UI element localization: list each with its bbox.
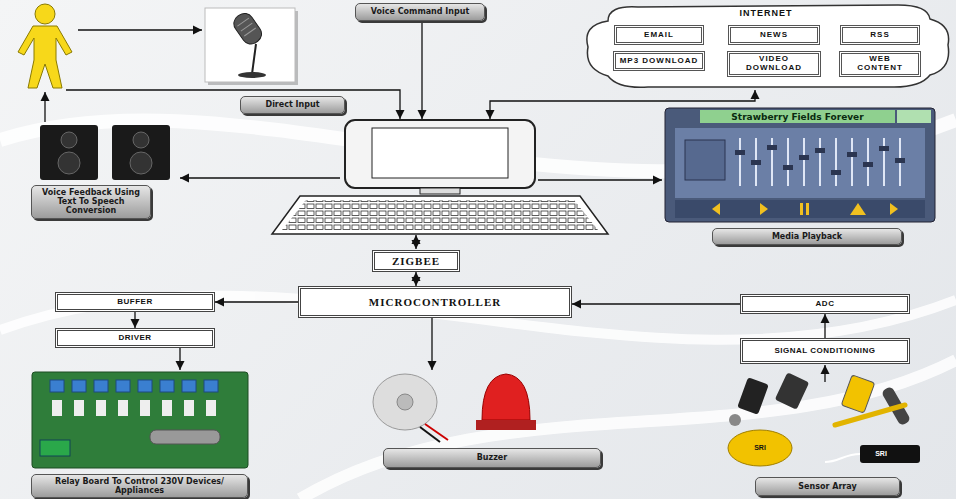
node-text: DRIVER — [118, 333, 151, 342]
node-text: Voice Command Input — [371, 7, 470, 16]
service-box: VIDEO DOWNLOAD — [727, 51, 821, 77]
node-text: Buzzer — [477, 453, 507, 462]
node-text: VIDEO DOWNLOAD — [733, 55, 815, 73]
person-figure — [18, 4, 72, 88]
connector — [824, 314, 825, 338]
node-text: Direct Input — [265, 100, 319, 109]
node-text: MICROCONTROLLER — [369, 296, 501, 308]
microphone — [205, 8, 298, 85]
song-title: Strawberry Fields Forever — [700, 110, 895, 123]
relay-board — [32, 372, 248, 468]
sensor-brand: SRI — [866, 448, 896, 459]
process-box: MICROCONTROLLER — [298, 286, 572, 318]
caption-tag: Media Playback — [712, 228, 902, 245]
node-text: Voice Feedback Using Text To Speech Conv… — [37, 188, 145, 216]
caption-tag: Voice Feedback Using Text To Speech Conv… — [31, 185, 151, 219]
service-box: EMAIL — [614, 25, 704, 45]
node-text: Sensor Array — [798, 482, 856, 491]
process-box: ADC — [740, 294, 910, 314]
process-box: SIGNAL CONDITIONING — [740, 338, 910, 364]
node-text: INTERNET — [740, 8, 793, 18]
background-swoosh — [0, 120, 956, 499]
process-box: BUFFER — [55, 292, 215, 312]
sensor-brand: SRI — [742, 442, 778, 453]
node-text: Media Playback — [772, 232, 842, 241]
node-text: BUFFER — [117, 297, 152, 306]
caption-tag: Relay Board To Control 230V Devices/ App… — [31, 474, 248, 498]
speakers — [40, 125, 170, 180]
caption-tag: Voice Command Input — [355, 3, 485, 21]
sensor-array — [728, 372, 920, 466]
service-box: MP3 DOWNLOAD — [613, 51, 705, 71]
connector — [215, 301, 298, 302]
service-box: RSS — [840, 25, 920, 45]
service-box: NEWS — [728, 25, 820, 45]
connector — [134, 312, 135, 328]
node-text: MP3 DOWNLOAD — [620, 57, 699, 66]
node-text: RSS — [870, 31, 889, 40]
node-text: WEB CONTENT — [845, 55, 915, 73]
node-text: ZIGBEE — [392, 255, 440, 267]
caption-tag: Direct Input — [240, 96, 345, 114]
buzzer-and-beacon — [373, 374, 536, 442]
media-player — [665, 108, 935, 222]
service-box: WEB CONTENT — [839, 51, 921, 77]
computer — [272, 120, 608, 234]
connector — [572, 303, 740, 304]
process-box: DRIVER — [55, 328, 215, 348]
node-text: Relay Board To Control 230V Devices/ App… — [37, 477, 242, 495]
internet-cloud: INTERNET EMAIL NEWS RSS MP3 DOWNLOAD VIDEO DO… — [578, 1, 954, 89]
caption-tag: Buzzer — [383, 448, 601, 468]
process-box: ZIGBEE — [372, 250, 460, 272]
node-text: EMAIL — [644, 31, 674, 40]
node-text: SIGNAL CONDITIONING — [775, 346, 876, 355]
node-text: NEWS — [760, 31, 788, 40]
node-text: ADC — [816, 299, 835, 308]
caption-tag: Sensor Array — [755, 477, 900, 496]
cloud-shape — [587, 5, 949, 87]
connector — [415, 272, 416, 286]
